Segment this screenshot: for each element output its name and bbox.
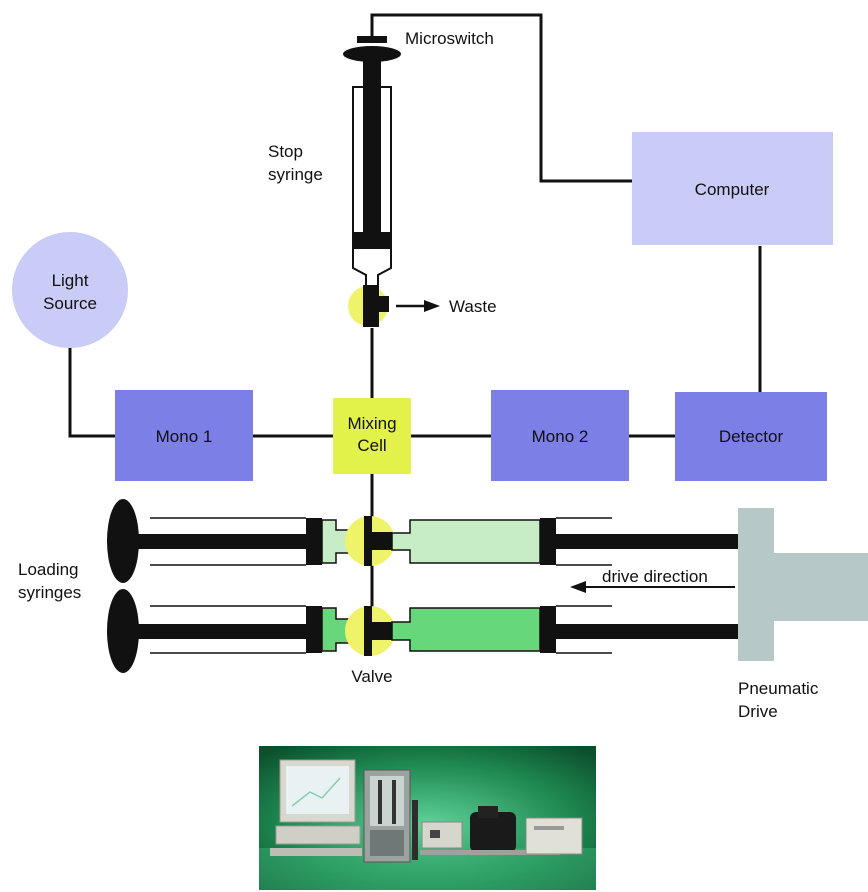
- light-source-circle: [12, 232, 128, 348]
- stop-syringe-label-line2: syringe: [268, 165, 323, 184]
- detector-label: Detector: [719, 427, 784, 446]
- stop-syringe-nozzle: [353, 249, 391, 290]
- microswitch-label: Microswitch: [405, 29, 494, 48]
- photo-computer-icon: [270, 760, 362, 856]
- stop-valve: [348, 285, 389, 327]
- pneumatic-drive-block: [738, 508, 868, 661]
- stop-plunger-seal: [353, 232, 391, 250]
- stop-plunger-rod: [363, 56, 381, 234]
- instrument-photo: [259, 746, 596, 890]
- light-source-label-line2: Source: [43, 294, 97, 313]
- mono1-label: Mono 1: [156, 427, 213, 446]
- stop-syringe-label-line1: Stop: [268, 142, 303, 161]
- valve-label: Valve: [351, 667, 392, 686]
- loading-syringe-bottom: [107, 589, 741, 673]
- waste-arrow: [396, 300, 440, 312]
- wire-light-mono1: [70, 346, 115, 436]
- pneumatic-drive-label-line2: Drive: [738, 702, 778, 721]
- microswitch-plate: [357, 36, 387, 43]
- mixing-cell-label-line1: Mixing: [347, 414, 396, 433]
- drive-direction-label: drive direction: [602, 567, 708, 586]
- loading-syringes-label-line2: syringes: [18, 583, 81, 602]
- stop-syringe: [343, 36, 401, 290]
- mono2-label: Mono 2: [532, 427, 589, 446]
- pneumatic-drive-label-line1: Pneumatic: [738, 679, 819, 698]
- light-source-label-line1: Light: [52, 271, 89, 290]
- photo-stopped-flow-unit-icon: [364, 770, 418, 862]
- computer-label: Computer: [695, 180, 770, 199]
- stop-valve-port: [377, 296, 389, 312]
- loading-syringes-label-line1: Loading: [18, 560, 79, 579]
- mixing-cell-label-line2: Cell: [357, 436, 386, 455]
- waste-label: Waste: [449, 297, 497, 316]
- stop-valve-body: [363, 285, 379, 327]
